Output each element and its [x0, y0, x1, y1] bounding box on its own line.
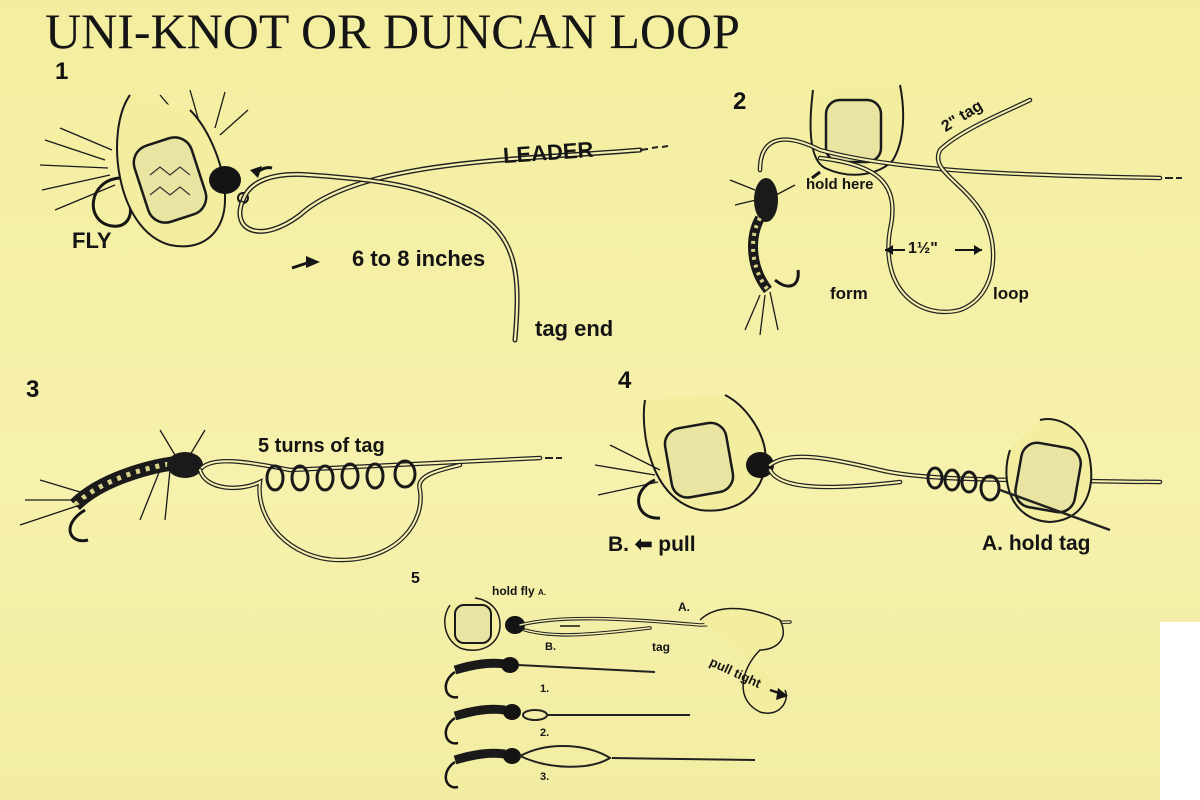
step-5-illustration [444, 597, 792, 789]
hook-icon [444, 670, 459, 699]
b-marker-label: B. [545, 641, 556, 653]
form-label: form [830, 284, 868, 303]
fly-hook-icon [91, 176, 132, 228]
hand-icon [699, 607, 787, 714]
stage-3-label: 3. [540, 771, 550, 783]
turns-of-tag-label: 5 turns of tag [258, 435, 385, 457]
arrow-icon [776, 688, 788, 700]
fingernail-icon [454, 604, 492, 644]
stage-2-label: 2. [540, 727, 550, 739]
hold-here-label: hold here [806, 176, 874, 193]
tag-end-label: tag end [535, 316, 614, 341]
hook-icon [444, 760, 459, 789]
stage-3-fly [444, 745, 756, 789]
blank-corner [1160, 622, 1200, 800]
knot-turns [265, 459, 417, 492]
step-2-number: 2 [733, 88, 747, 115]
hook-icon [68, 508, 89, 543]
stage-2-fly [444, 704, 690, 745]
step-4-number: 4 [618, 367, 632, 394]
fly-label: FLY [72, 228, 112, 253]
arrow-icon [306, 256, 320, 268]
fingernail-icon [1014, 441, 1082, 514]
page-title: UNI-KNOT OR DUNCAN LOOP [45, 3, 740, 59]
stage-1-label: 1. [540, 683, 550, 695]
loop-size-label: 1½" [908, 240, 938, 257]
step-1-number: 1 [55, 58, 69, 85]
loop-label: loop [993, 284, 1029, 303]
tag-small-label: tag [652, 640, 670, 654]
step-2-illustration [729, 84, 1182, 336]
hook-icon [774, 269, 800, 288]
fly-hackle-icon [39, 89, 249, 211]
a-marker-label: A. [678, 600, 690, 614]
step-4-illustration [594, 394, 1163, 532]
step-3-illustration [19, 429, 562, 563]
fingernail-icon [663, 421, 735, 499]
knot-turns [926, 466, 1001, 502]
hold-fly-text: hold fly [492, 584, 535, 598]
fly-icon [729, 178, 800, 336]
hold-fly-marker: A. [538, 588, 547, 597]
stage-1-fly [444, 657, 656, 699]
hold-fly-label: hold fly A. [492, 584, 546, 598]
hook-icon [444, 716, 459, 745]
step-3-number: 3 [26, 376, 40, 403]
fly-head-icon [746, 452, 774, 478]
fly-head-icon [209, 166, 241, 194]
step-1-illustration [39, 89, 669, 343]
fly-icon [19, 429, 206, 543]
fingernail-icon [132, 136, 208, 224]
length-label: 6 to 8 inches [352, 246, 486, 271]
hold-tag-label: A. hold tag [982, 532, 1091, 555]
pull-label: B. ⬅ pull [608, 533, 696, 556]
step-5-number: 5 [411, 570, 420, 587]
fingernail-icon [824, 98, 883, 164]
